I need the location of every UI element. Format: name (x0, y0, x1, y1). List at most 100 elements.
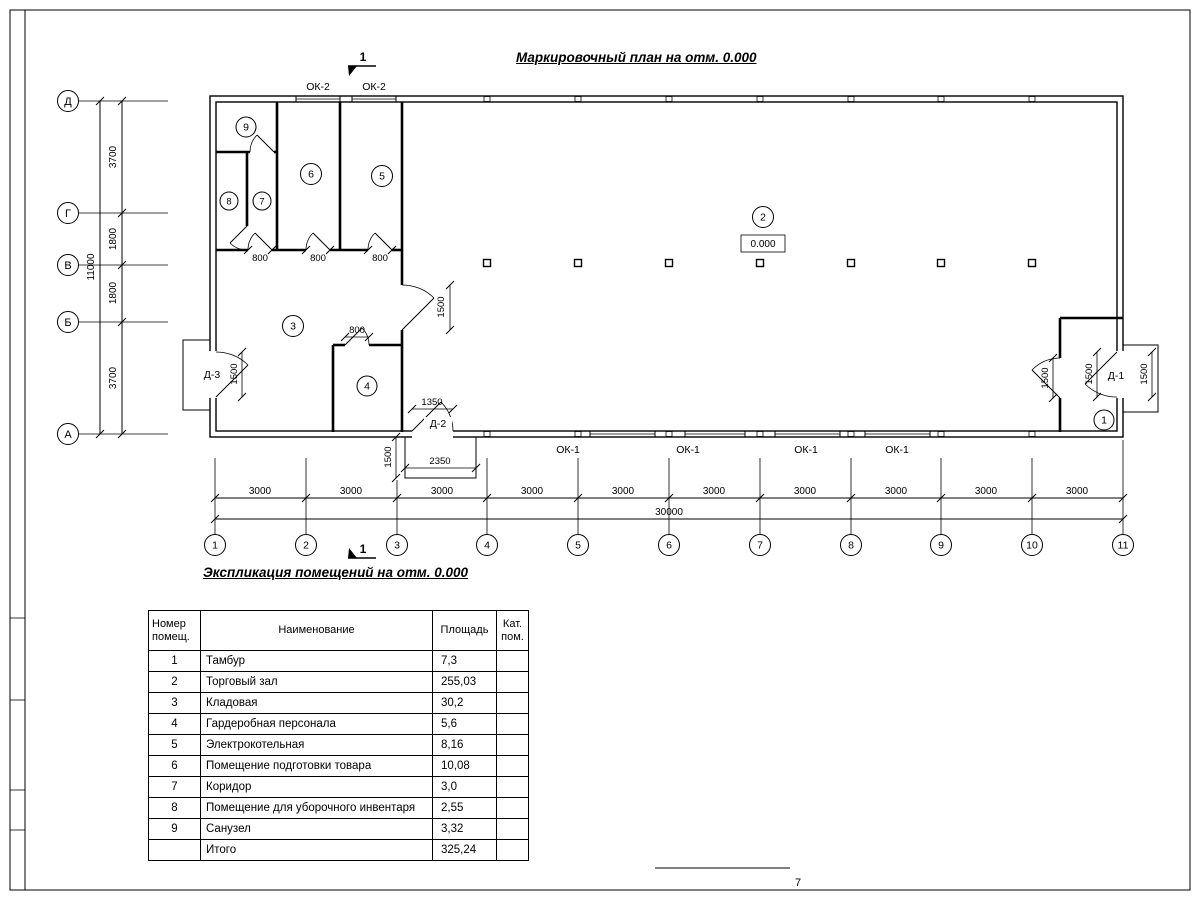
door-label: Д-1 (1108, 370, 1125, 382)
cell-category (496, 776, 529, 798)
room-number-circle (282, 315, 304, 337)
schedule-title: Экспликация помещений на отм. 0.000 (203, 565, 469, 580)
dimension-text: 3000 (1066, 486, 1089, 497)
axis-label: А (64, 429, 72, 441)
axis-label: 7 (757, 540, 763, 552)
room-number-circle (356, 375, 378, 397)
room-number: 1 (1101, 415, 1107, 427)
cell-number: 9 (148, 818, 201, 840)
axis-circles-left: Д Г В Б А (57, 90, 79, 445)
section-mark-top: 1 (348, 50, 376, 76)
plan-title: Маркировочный план на отм. 0.000 (516, 50, 757, 65)
cell-number: 7 (148, 776, 201, 798)
cell-area: 7,3 (432, 650, 497, 672)
dimension-system-left: 3700 1800 1800 3700 11000 Д Г В Б А (57, 90, 168, 445)
cell-number: 1 (148, 650, 201, 672)
schedule-row: 4 Гардеробная персонала 5,6 (148, 713, 529, 735)
windows (295, 96, 931, 437)
col-header-area: Площадь (432, 610, 497, 651)
cell-number: 5 (148, 734, 201, 756)
cell-category (496, 713, 529, 735)
dimension-text: 3000 (612, 486, 635, 497)
dimension-text: 800 (349, 325, 365, 336)
room-number-circle (371, 165, 393, 187)
interior-dimensions: 800 800 800 800 1350 2350 1500 1500 1500… (229, 245, 1157, 483)
cell-name: Помещение для уборочного инвентаря (200, 797, 433, 819)
col-header-number: Номер помещ. (148, 610, 201, 651)
room-number-circle (252, 191, 272, 211)
elevation-value: 0.000 (750, 239, 775, 250)
section-arrow-icon (348, 66, 357, 76)
dimension-text: 2350 (429, 456, 450, 467)
dimension-text: 1800 (108, 281, 119, 304)
cell-category (496, 671, 529, 693)
col-header-category: Кат. пом. (496, 610, 529, 651)
cell-name: Санузел (200, 818, 433, 840)
section-number: 1 (360, 542, 367, 556)
dimension-text: 3700 (108, 366, 119, 389)
cell-category (496, 797, 529, 819)
axis-label: 8 (848, 540, 854, 552)
dimension-text: 800 (252, 253, 268, 264)
cell-area: 3,32 (432, 818, 497, 840)
porch-d3 (182, 339, 210, 411)
cell-number: 2 (148, 671, 201, 693)
cell-name: Коридор (200, 776, 433, 798)
schedule-row: 5 Электрокотельная 8,16 (148, 734, 529, 756)
cell-area: 255,03 (432, 671, 497, 693)
porch-d1 (1123, 344, 1159, 413)
dimension-text: 3000 (794, 486, 817, 497)
dimension-text: 1500 (1040, 367, 1051, 388)
window-label: ОК-1 (556, 444, 580, 456)
cell-number: 3 (148, 692, 201, 714)
room-number-circle (235, 116, 257, 138)
dimension-total-text: 11000 (86, 253, 97, 281)
building-walls (207, 95, 1126, 439)
axis-label: 5 (575, 540, 581, 552)
col-header-name: Наименование (200, 610, 433, 651)
dimension-text: 1500 (383, 446, 394, 467)
schedule-row: 6 Помещение подготовки товара 10,08 (148, 755, 529, 777)
schedule-total-row: Итого 325,24 (148, 839, 529, 861)
room-number: 9 (243, 122, 249, 134)
cell-category (496, 692, 529, 714)
dimension-text: 1800 (108, 227, 119, 250)
cell-category (496, 755, 529, 777)
cell-number (148, 839, 201, 861)
cell-number: 8 (148, 797, 201, 819)
window-label: ОК-2 (306, 81, 330, 93)
window-label: ОК-1 (885, 444, 909, 456)
cell-area: 30,2 (432, 692, 497, 714)
schedule-row: 8 Помещение для уборочного инвентаря 2,5… (148, 797, 529, 819)
axis-label: В (64, 260, 71, 272)
cell-name: Торговый зал (200, 671, 433, 693)
dimension-text: 3000 (431, 486, 454, 497)
schedule-row: 2 Торговый зал 255,03 (148, 671, 529, 693)
opening-labels: ОК-2 ОК-2 ОК-1 ОК-1 ОК-1 ОК-1 Д-3 Д-2 Д-… (199, 81, 1130, 456)
room-number: 2 (760, 212, 766, 224)
cell-area: 8,16 (432, 734, 497, 756)
cell-area: 3,0 (432, 776, 497, 798)
cell-name: Тамбур (200, 650, 433, 672)
section-arrow-icon (348, 548, 357, 558)
dimension-text: 1350 (421, 397, 442, 408)
cell-name: Итого (200, 839, 433, 861)
dimension-text: 800 (310, 253, 326, 264)
door-label: Д-2 (430, 418, 447, 430)
cell-category (496, 650, 529, 672)
axis-label: 11 (1118, 540, 1129, 552)
room-number: 5 (379, 171, 385, 183)
cell-number: 6 (148, 755, 201, 777)
dimension-text: 1500 (436, 296, 447, 317)
dimension-text: 800 (372, 253, 388, 264)
dimension-text: 1500 (1084, 363, 1095, 384)
dimension-system-bottom: 3000 3000 3000 3000 3000 3000 3000 3000 … (204, 440, 1134, 556)
door-label: Д-3 (204, 369, 221, 381)
cell-area: 5,6 (432, 713, 497, 735)
dimension-text: 3000 (885, 486, 908, 497)
axis-circles-bottom: 1 2 3 4 5 6 7 8 9 10 11 (204, 534, 1134, 556)
dimension-total-text: 30000 (655, 507, 683, 518)
room-number: 7 (259, 197, 264, 208)
door-swings (215, 134, 1118, 432)
